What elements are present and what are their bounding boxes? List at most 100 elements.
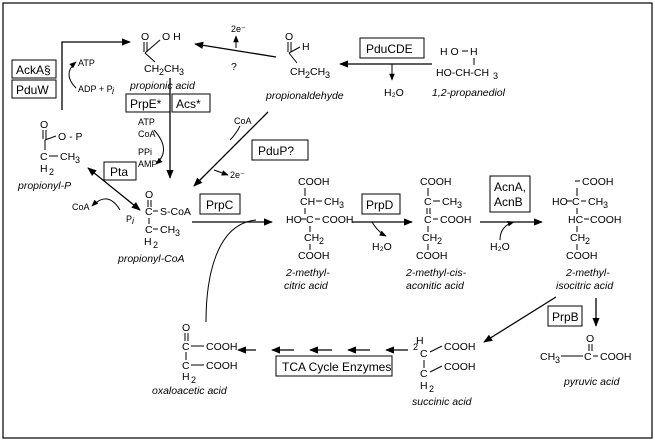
svg-text:CH: CH [540,351,555,363]
svg-text:CH: CH [160,224,175,236]
cisaconitic-structure: COOH C CH 3 C COOH CH 2 COOH [416,176,472,262]
svg-text:PduP?: PduP? [258,144,294,158]
svg-text:PrpC: PrpC [206,198,234,212]
svg-text:2: 2 [429,384,434,394]
svg-text:3: 3 [603,200,608,210]
svg-text:CH: CH [442,196,457,208]
enzyme-pduw: PduW [11,79,57,99]
enzyme-acka: AckA§ [11,59,57,79]
svg-text:HO: HO [286,214,302,226]
enzyme-acs: Acs* [171,93,211,113]
pta-arrow [87,167,141,211]
propanediol-label: 1,2-propanediol [432,87,506,99]
svg-text:H: H [302,41,310,53]
svg-text:O H: O H [162,31,181,43]
succinic-structure: H C 2 COOH C COOH H 2 [413,335,476,394]
pi-pta: P [126,214,132,224]
oxaloacetate-feed-curve [205,219,257,323]
cisaconitic-label-2: aconitic acid [406,280,465,292]
propionic-acid-label: propionic acid [129,80,196,92]
propionyl-p-structure: O O - P C CH 3 H 2 [40,119,83,177]
svg-text:COOH: COOH [444,361,476,373]
svg-text:3: 3 [175,228,180,238]
atp-label: ATP [78,58,95,68]
ppi-prpe: PPi [138,147,152,157]
electrons-mid-arrow [213,169,229,176]
coa-pdup: CoA [234,116,252,126]
coa-prpe: CoA [138,129,156,139]
svg-text:O: O [586,333,594,345]
atp-prpe: ATP [138,117,155,127]
svg-text:COOH: COOH [206,360,238,372]
svg-text:C: C [145,206,153,218]
methylcitric-label-2: citric acid [284,280,329,292]
svg-text:TCA Cycle Enzymes: TCA Cycle Enzymes [282,360,391,374]
pyruvic-label: pyruvic acid [563,376,621,388]
methylcitric-structure: COOH CH CH 3 HO C COOH CH 2 COOH [286,176,354,262]
prpe-cofactor-curve [153,129,164,165]
svg-text:Acs*: Acs* [176,97,201,111]
svg-text:2: 2 [191,375,196,385]
adp-label: ADP + P [78,84,113,94]
svg-text:CH: CH [570,232,585,244]
svg-text:i: i [112,86,115,96]
svg-text:3: 3 [75,155,80,165]
h2o-pducde: H₂O [384,87,404,99]
svg-text:HC: HC [568,214,584,226]
svg-text:CH: CH [60,151,75,163]
svg-text:COOH: COOH [600,351,632,363]
svg-text:3: 3 [555,355,560,365]
prpd-water-curve [371,221,387,237]
svg-text:COOH: COOH [420,176,452,188]
svg-text:COOH: COOH [582,176,614,188]
electrons-top: 2e⁻ [231,24,246,34]
svg-text:3: 3 [325,70,330,80]
figure-frame [2,2,653,439]
svg-text:C: C [145,224,153,236]
isocitric-structure: COOH HO C CH 3 HC COOH CH 2 COOH [552,176,622,262]
svg-text:3: 3 [493,71,498,81]
svg-text:COOH: COOH [298,250,330,262]
aldehyde-to-acid-arrow [194,41,277,58]
cisaconitic-label-1: 2-methyl-cis- [405,267,467,279]
electrons-mid: 2e⁻ [230,170,245,180]
svg-text:H: H [470,46,478,58]
pta-cofactor-curve [91,198,121,211]
propionaldehyde-structure: O H CH 2 CH 3 [285,31,330,80]
h2o-acn: H₂O [490,241,510,253]
enzyme-prpb: PrpB [547,305,583,327]
svg-text:O: O [145,189,153,201]
svg-text:COOH: COOH [206,341,238,353]
svg-text:COOH: COOH [440,214,472,226]
question-mark: ? [231,61,237,73]
svg-text:C: C [424,196,432,208]
propionyl-coa-structure: O C S-CoA C CH 3 H 2 [144,189,191,250]
svg-text:C: C [40,151,48,163]
svg-text:COOH: COOH [298,176,330,188]
svg-text:C: C [584,351,592,363]
methylcitric-label-1: 2-methyl- [285,267,330,279]
svg-text:Pta: Pta [110,165,128,179]
svg-text:CH: CH [324,196,339,208]
svg-text:O: O [40,119,48,131]
svg-text:H: H [182,371,190,383]
svg-text:O: O [141,31,149,43]
propionaldehyde-label: propionaldehyde [265,90,344,102]
svg-text:2: 2 [413,342,418,352]
svg-text:S-CoA: S-CoA [160,206,191,218]
enzyme-prpd: PrpD [361,193,401,215]
svg-text:PduCDE: PduCDE [366,42,413,56]
svg-text:CH: CH [304,232,319,244]
svg-text:C: C [306,214,314,226]
atp-curve [68,61,77,89]
svg-text:COOH: COOH [416,250,448,262]
svg-text:2: 2 [437,236,442,246]
enzyme-prpc: PrpC [199,193,241,215]
svg-text:C: C [182,341,190,353]
svg-text:COOH: COOH [444,341,476,353]
propionic-acid-structure: O O H CH 2 CH 3 [141,31,184,77]
svg-text:AckA§: AckA§ [16,63,51,77]
svg-text:CH: CH [310,66,325,78]
svg-text:C: C [182,360,190,372]
